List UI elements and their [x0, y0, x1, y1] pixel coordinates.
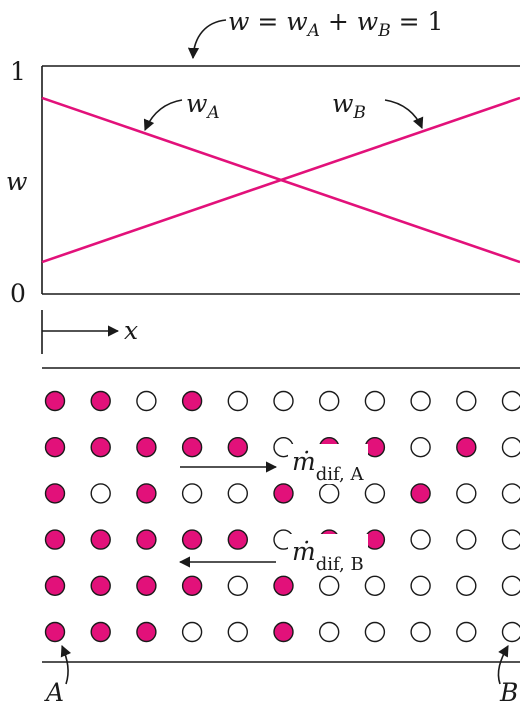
mass-fraction-plot — [41, 65, 520, 295]
molecule-b — [227, 483, 249, 504]
x-axis-label: x — [124, 316, 138, 345]
molecule-b — [181, 483, 203, 504]
species-a-label: A — [44, 678, 64, 706]
molecule-a — [364, 437, 386, 458]
molecule-a — [136, 529, 157, 550]
molecule-a — [136, 437, 157, 458]
molecule-b — [410, 390, 431, 412]
molecule-a — [181, 529, 203, 550]
molecule-b — [319, 575, 340, 596]
flux-b: ṁdif, B — [178, 534, 368, 575]
molecule-a — [273, 621, 294, 643]
species-b-label: B — [499, 678, 518, 706]
molecule-b — [456, 529, 477, 550]
molecule-a — [456, 437, 477, 458]
molecule-a — [181, 437, 203, 458]
molecule-a — [227, 529, 249, 550]
molecule-b — [456, 621, 477, 643]
molecule-grid — [44, 390, 520, 643]
molecule-b — [319, 621, 340, 643]
molecule-b — [136, 390, 157, 412]
y-axis-bottom-tick: 0 — [10, 279, 26, 308]
molecule-a — [44, 390, 66, 412]
molecule-a — [227, 437, 249, 458]
molecule-a — [44, 483, 66, 504]
molecule-a — [44, 575, 66, 596]
wb-label-leader-arrow — [384, 99, 424, 130]
molecule-b — [90, 483, 111, 504]
molecule-a — [44, 621, 66, 643]
species-b-leader-arrow — [497, 645, 509, 685]
molecule-b — [227, 621, 249, 643]
molecule-a — [90, 621, 111, 643]
molecule-a — [136, 621, 157, 643]
y-axis-top-tick: 1 — [10, 57, 26, 86]
flux-b-label: ṁdif, B — [292, 537, 364, 575]
molecule-a — [90, 390, 111, 412]
molecule-b — [364, 621, 386, 643]
molecule-a — [90, 575, 111, 596]
wa-line-label: wA — [186, 89, 220, 123]
molecule-b — [501, 621, 520, 643]
mass-fraction-sum-label: w = wA + wB = 1 — [228, 7, 443, 41]
molecule-b — [410, 575, 431, 596]
molecule-b — [273, 390, 294, 412]
molecule-b — [181, 621, 203, 643]
molecule-b — [227, 390, 249, 412]
molecule-a — [364, 529, 386, 550]
y-axis-label: w — [6, 167, 27, 196]
molecule-b — [319, 483, 340, 504]
molecule-a — [181, 390, 203, 412]
flux-b-label-backdrop — [288, 534, 368, 574]
flux-a-label: ṁdif, A — [292, 447, 364, 485]
molecule-a — [136, 483, 157, 504]
species-a-leader-arrow — [60, 644, 72, 685]
molecule-b — [501, 529, 520, 550]
sum-label-leader-arrow — [187, 19, 227, 60]
molecule-b — [456, 575, 477, 596]
molecule-b — [410, 529, 431, 550]
molecule-b — [364, 390, 386, 412]
flux-a-label-backdrop — [288, 444, 368, 484]
molecule-a — [273, 575, 294, 596]
molecule-a — [273, 483, 294, 504]
molecule-a — [90, 529, 111, 550]
wa-label-leader-arrow — [143, 99, 183, 132]
flux-a: ṁdif, A — [180, 444, 368, 485]
molecule-a — [136, 575, 157, 596]
molecule-b — [456, 483, 477, 504]
molecule-b — [501, 575, 520, 596]
wb-series-line — [41, 96, 520, 264]
molecule-b — [364, 575, 386, 596]
molecule-a — [44, 529, 66, 550]
molecule-a — [44, 437, 66, 458]
molecule-a — [410, 483, 431, 504]
molecule-b — [501, 483, 520, 504]
molecule-b — [410, 437, 431, 458]
wb-line-label: wB — [332, 89, 366, 123]
molecule-b — [319, 390, 340, 412]
molecule-b — [456, 390, 477, 412]
molecule-b — [410, 621, 431, 643]
molecule-b — [501, 390, 520, 412]
molecule-a — [181, 575, 203, 596]
molecule-b — [501, 437, 520, 458]
molecule-a — [90, 437, 111, 458]
molecule-b — [364, 483, 386, 504]
molecule-b — [227, 575, 249, 596]
